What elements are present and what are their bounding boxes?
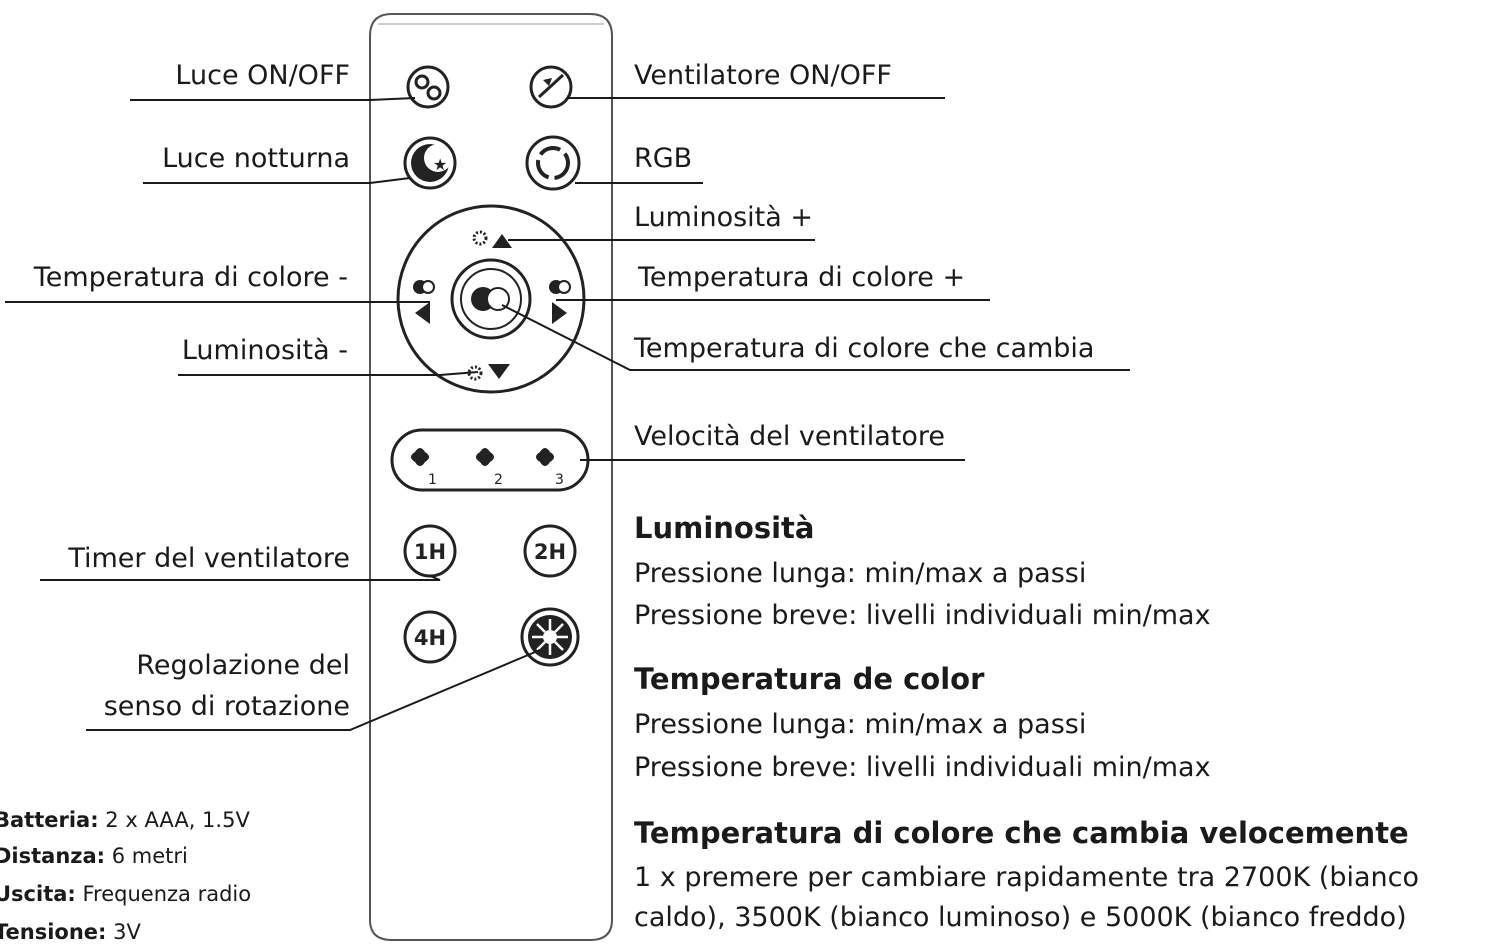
spec-battery-value: 2 x AAA, 1.5V (98, 808, 250, 832)
label-fan-speed: Velocità del ventilatore (634, 421, 945, 452)
temp-short-press: Pressione breve: livelli individuali min… (634, 752, 1211, 783)
spec-distance: Distanza: 6 metri (0, 842, 188, 870)
svg-text:1H: 1H (414, 540, 446, 564)
fan-speed-3-icon (536, 448, 554, 466)
label-color-temp-plus: Temperatura di colore + (638, 262, 966, 293)
spec-voltage: Tensione: 3V (0, 918, 141, 946)
svg-text:2H: 2H (534, 540, 566, 564)
label-rotation-line2: senso di rotazione (103, 691, 350, 722)
brightness-long-press: Pressione lunga: min/max a passi (634, 558, 1087, 589)
speed-1-text: 1 (428, 472, 437, 488)
light-button (406, 65, 450, 109)
fast-change-title: Temperatura di colore che cambia velocem… (634, 816, 1409, 850)
timer-1h-button: 1H (403, 524, 457, 578)
label-light-onoff: Luce ON/OFF (175, 60, 350, 91)
brightness-title: Luminosità (634, 511, 815, 545)
spec-battery-label: Batteria: (0, 808, 99, 832)
spec-battery: Batteria: 2 x AAA, 1.5V (0, 806, 250, 834)
fan-power-button (529, 65, 573, 109)
spec-output: Uscita: Frequenza radio (0, 880, 251, 908)
timer-2h-button: 2H (523, 524, 577, 578)
fan-speed-buttons: 1 2 3 (390, 428, 590, 492)
label-night-light: Luce notturna (162, 143, 350, 174)
temp-long-press: Pressione lunga: min/max a passi (634, 709, 1087, 740)
label-fan-timer: Timer del ventilatore (68, 543, 350, 574)
spec-output-value: Frequenza radio (75, 882, 252, 906)
direction-pad (396, 204, 586, 394)
svg-text:4H: 4H (414, 626, 446, 650)
label-color-temp-minus: Temperatura di colore - (33, 262, 348, 293)
fast-change-line1: 1 x premere per cambiare rapidamente tra… (634, 862, 1419, 893)
speed-2-text: 2 (494, 472, 503, 488)
spec-voltage-label: Tensione: (0, 920, 107, 944)
spec-output-label: Uscita: (0, 882, 76, 906)
spec-distance-label: Distanza: (0, 844, 106, 868)
rotation-button (520, 607, 580, 667)
spec-distance-value: 6 metri (105, 844, 188, 868)
leader-lines (5, 97, 1130, 731)
spec-voltage-value: 3V (106, 920, 141, 944)
fast-change-line2: caldo), 3500K (bianco luminoso) e 5000K … (634, 902, 1407, 933)
fan-speed-1-icon (411, 448, 429, 466)
fan-speed-2-icon (476, 448, 494, 466)
night-light-button: ★ (403, 136, 457, 190)
label-brightness-minus: Luminosità - (181, 335, 348, 366)
brightness-short-press: Pressione breve: livelli individuali min… (634, 600, 1211, 631)
label-fan-onoff: Ventilatore ON/OFF (634, 60, 892, 91)
label-rgb: RGB (634, 143, 693, 174)
timer-4h-button: 4H (403, 610, 457, 664)
rgb-button (525, 135, 581, 191)
label-brightness-plus: Luminosità + (634, 202, 814, 233)
label-rotation-line1: Regolazione del (136, 650, 350, 681)
svg-text:★: ★ (433, 155, 447, 174)
speed-3-text: 3 (555, 472, 564, 488)
temp-title: Temperatura de color (634, 662, 985, 696)
label-color-temp-change: Temperatura di colore che cambia (634, 333, 1095, 364)
